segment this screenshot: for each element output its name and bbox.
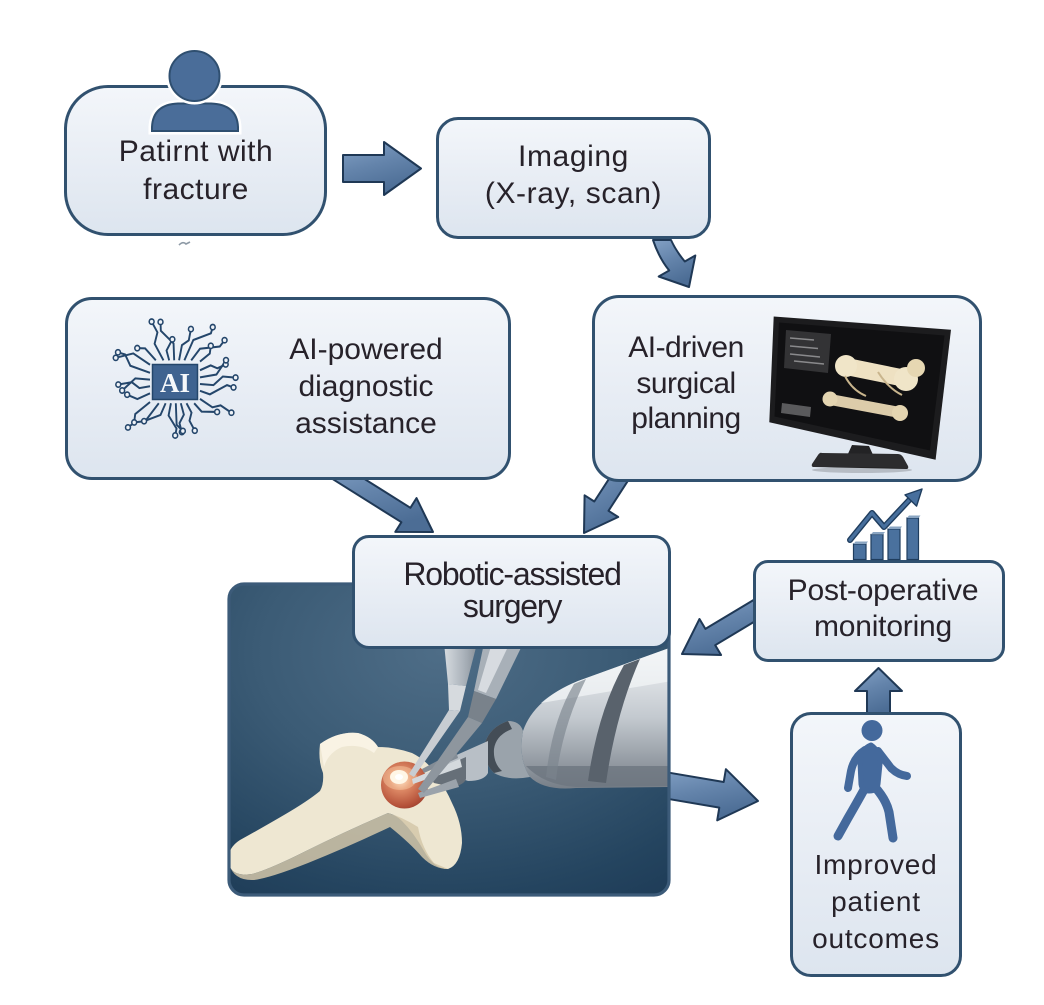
svg-text:AI: AI <box>160 368 190 398</box>
